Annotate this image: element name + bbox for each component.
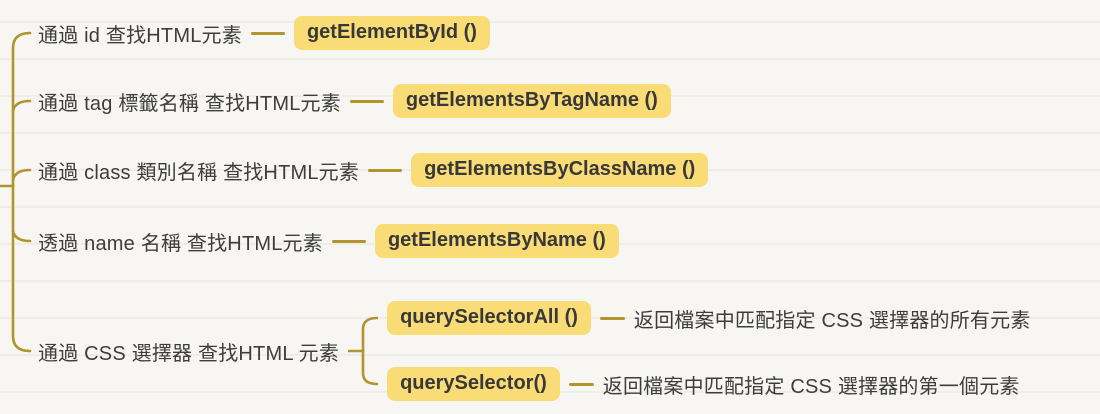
connector-line xyxy=(250,31,285,35)
branch-topic-label[interactable]: 通過 id 查找HTML元素 xyxy=(38,24,242,47)
branch-topic-label[interactable]: 通過 tag 標籤名稱 查找HTML元素 xyxy=(38,92,341,115)
connector-line xyxy=(599,316,625,320)
mindmap-branch: 通過 tag 標籤名稱 查找HTML元素 getElementsByTagNam… xyxy=(38,84,671,118)
branch-line-4 xyxy=(11,229,32,243)
mindmap-sub-branch: querySelectorAll () 返回檔案中匹配指定 CSS 選擇器的所有… xyxy=(387,301,1030,335)
connector-line xyxy=(568,382,594,386)
description-label[interactable]: 返回檔案中匹配指定 CSS 選擇器的所有元素 xyxy=(633,309,1031,332)
tree-connector-lines xyxy=(0,31,32,353)
connector-line xyxy=(349,99,384,103)
method-node[interactable]: getElementsByClassName () xyxy=(411,153,709,187)
branch-topic-label[interactable]: 透過 name 名稱 查找HTML元素 xyxy=(38,232,323,255)
mindmap-branch: 透過 name 名稱 查找HTML元素 getElementsByName () xyxy=(38,224,619,258)
mindmap-branch: 通過 id 查找HTML元素 getElementById () xyxy=(38,16,490,50)
mindmap-branch: 通過 class 類別名稱 查找HTML元素 getElementsByClas… xyxy=(38,153,709,187)
method-node[interactable]: querySelectorAll () xyxy=(387,301,591,335)
main-spine-line xyxy=(11,31,32,353)
sub-branch-connector xyxy=(348,316,379,386)
connector-line xyxy=(368,168,403,172)
sub-branch-column: querySelectorAll () 返回檔案中匹配指定 CSS 選擇器的所有… xyxy=(387,301,1030,401)
branch-line-2 xyxy=(11,99,32,113)
method-node[interactable]: querySelector() xyxy=(387,367,560,401)
connector-line xyxy=(331,239,366,243)
method-node[interactable]: getElementsByName () xyxy=(374,224,619,258)
method-node[interactable]: getElementById () xyxy=(293,16,490,50)
branch-line-3 xyxy=(11,168,32,182)
description-label[interactable]: 返回檔案中匹配指定 CSS 選擇器的第一個元素 xyxy=(602,375,1020,398)
branch-topic-label[interactable]: 通過 CSS 選擇器 查找HTML 元素 xyxy=(38,342,340,365)
mindmap-sub-branch: querySelector() 返回檔案中匹配指定 CSS 選擇器的第一個元素 xyxy=(387,367,1030,401)
mindmap-branch: 通過 CSS 選擇器 查找HTML 元素 querySelectorAll ()… xyxy=(38,301,1031,401)
method-node[interactable]: getElementsByTagName () xyxy=(392,84,671,118)
branch-topic-label[interactable]: 通過 class 類別名稱 查找HTML元素 xyxy=(38,161,360,184)
